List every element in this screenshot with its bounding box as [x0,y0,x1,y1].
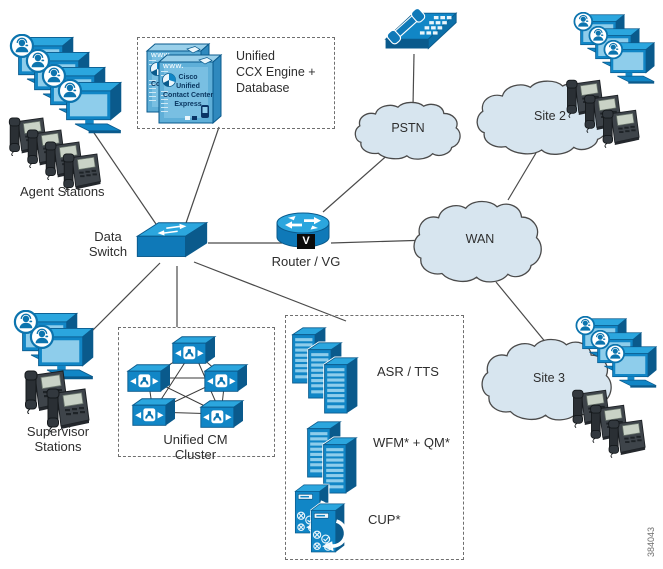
site2-label: Site 2 [534,109,566,123]
cup-server-icon [307,501,353,557]
wfm-qm-label: WFM* + QM* [373,435,450,450]
link-wan-site3 [495,281,548,345]
router-vg-label: Router / VG [271,254,341,269]
www-label: www. [151,50,172,59]
link-pstn-router [322,151,392,213]
agent-stations-label: Agent Stations [20,184,105,199]
ccx-title: Unified CCX Engine + Database [236,49,316,95]
site2-pc-icon [602,40,660,85]
cm-node-icon [129,396,177,429]
figure-number: 384043 [646,526,656,558]
link-agents-switch [89,126,159,228]
cm-cluster-label: Unified CM Cluster [163,432,228,462]
site3-label: Site 3 [533,371,565,385]
data-switch-icon [134,217,210,269]
supervisor-stations-label: Supervisor Stations [26,424,90,454]
data-switch-label: Data Switch [88,229,128,259]
cm-node-icon [124,362,172,395]
ccx-group-box [137,37,335,129]
pstn-phone-icon [380,2,458,56]
link-router-wan [330,239,431,244]
ccx-software-box-front: www. Cisco Unified Contact Center Expres… [157,53,223,125]
link-phone-pstn [412,53,415,107]
cup-label: CUP* [368,512,401,527]
agent-pc-icon [56,79,128,135]
asr-tts-label: ASR / TTS [377,364,439,379]
cm-node-icon [201,362,249,395]
link-site2-wan [507,152,537,201]
asr-tts-server-icon [322,356,360,420]
pstn-label: PSTN [391,121,425,135]
site2-phone-icon [600,102,640,148]
site3-pc-icon [604,344,662,389]
www-label: www. [163,61,184,70]
cm-node-icon [197,398,245,431]
voice-gateway-badge: V [297,234,315,249]
servers-group-box [285,315,464,560]
cm-cluster-box [118,327,275,457]
wan-label: WAN [465,232,495,246]
link-ccx-switch [184,126,220,227]
site3-phone-icon [606,412,646,458]
link-switch-servers [193,261,347,322]
